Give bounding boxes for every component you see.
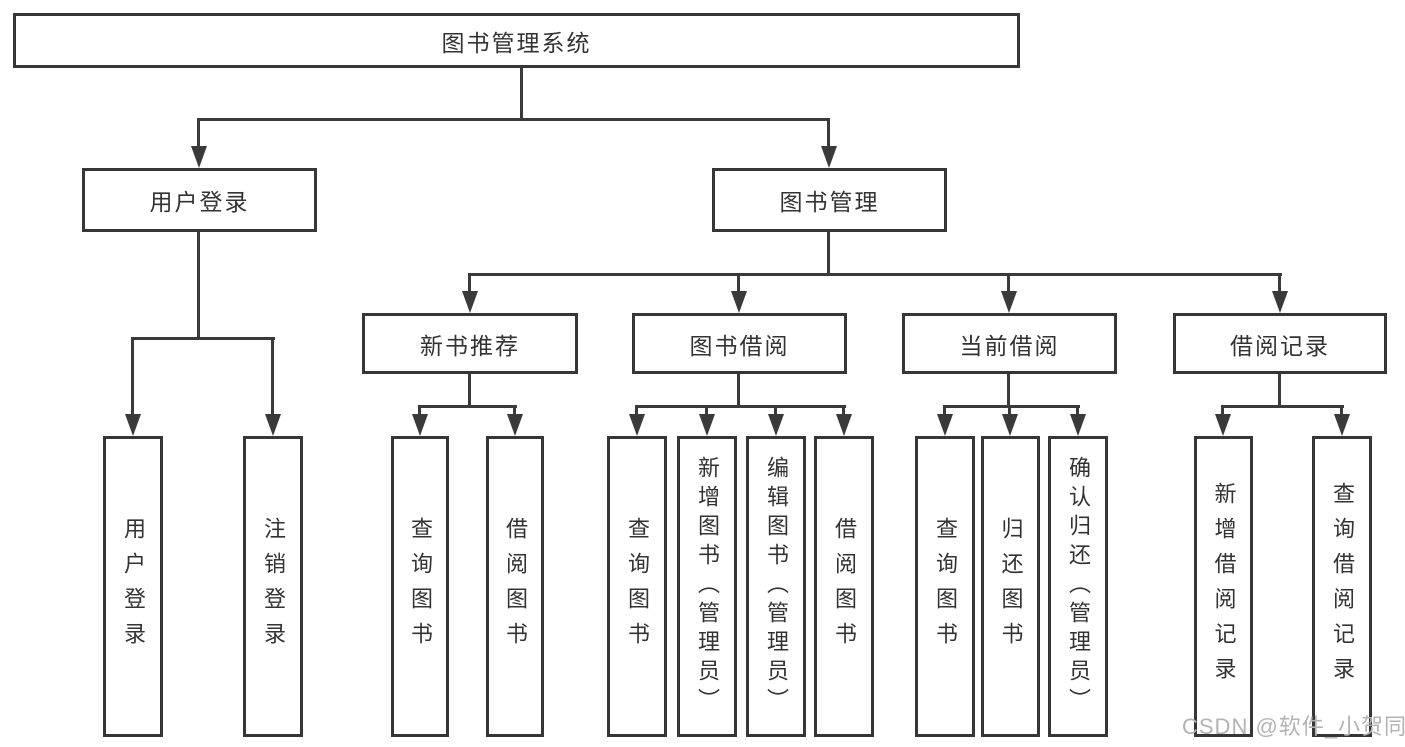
connector-drop-current-borrow <box>1007 273 1010 295</box>
leaf-borrow-add-book: 新增图书（管理员） <box>677 436 737 737</box>
connector-borrow-records-stem <box>1278 374 1281 408</box>
connector-drop-c3 <box>774 405 777 420</box>
node-book-borrow: 图书借阅 <box>632 313 847 374</box>
connector-new-books-stem <box>468 374 471 408</box>
leaf-records-add-label: 新增借阅记录 <box>1211 481 1237 692</box>
connector-drop-d3 <box>1076 405 1079 420</box>
csdn-watermark: CSDN @软件_小贺同学 <box>1182 714 1405 739</box>
leaf-borrow-edit-book-label: 编辑图书（管理员） <box>764 456 789 717</box>
connector-drop-d1 <box>943 405 946 420</box>
arrowhead-b2 <box>507 414 523 436</box>
node-root-label: 图书管理系统 <box>441 29 592 56</box>
connector-user-login-stem <box>197 232 200 340</box>
arrowhead-current-borrow <box>1001 291 1017 313</box>
node-user-login-label: 用户登录 <box>149 189 250 215</box>
arrowhead-book-borrow <box>731 291 747 313</box>
arrowhead-e1 <box>1215 414 1231 436</box>
leaf-current-query: 查询图书 <box>915 436 975 737</box>
arrowhead-e2 <box>1334 414 1350 436</box>
arrowhead-d1 <box>937 414 953 436</box>
leaf-borrow-add-book-label: 新增图书（管理员） <box>695 456 720 717</box>
connector-drop-e2 <box>1340 405 1343 420</box>
arrowhead-c2 <box>699 414 715 436</box>
leaf-logout-label: 注销登录 <box>261 516 286 657</box>
node-book-mgmt: 图书管理 <box>712 168 947 232</box>
connector-root-stem <box>520 68 523 121</box>
connector-drop-e1 <box>1221 405 1224 420</box>
leaf-borrow-query-label: 查询图书 <box>625 516 650 657</box>
leaf-borrow-borrow-book-label: 借阅图书 <box>832 516 857 657</box>
connector-drop-user-login <box>197 118 200 152</box>
connector-drop-book-mgmt <box>827 118 830 152</box>
connector-drop-c2 <box>705 405 708 420</box>
node-borrow-records-label: 借阅记录 <box>1230 332 1330 359</box>
leaf-current-confirm-return-label: 确认归还（管理员） <box>1066 456 1091 717</box>
leaf-newbooks-borrow: 借阅图书 <box>486 436 544 737</box>
node-current-borrow-label: 当前借阅 <box>959 332 1060 359</box>
arrowhead-logout-leaf <box>265 414 281 436</box>
node-new-books: 新书推荐 <box>362 313 578 374</box>
connector-book-borrow-bus <box>635 405 846 408</box>
leaf-current-return: 归还图书 <box>981 436 1040 737</box>
connector-drop-borrow-records <box>1278 273 1281 295</box>
connector-book-mgmt-stem <box>827 232 830 276</box>
connector-new-books-bus <box>418 405 517 408</box>
leaf-records-query: 查询借阅记录 <box>1312 436 1372 737</box>
connector-drop-b2 <box>513 405 516 420</box>
arrowhead-c3 <box>768 414 784 436</box>
arrowhead-d3 <box>1070 414 1086 436</box>
leaf-current-query-label: 查询图书 <box>933 516 958 657</box>
leaf-newbooks-query: 查询图书 <box>391 436 449 737</box>
connector-user-login-bus <box>131 337 275 340</box>
connector-level1-bus <box>197 118 830 121</box>
leaf-borrow-edit-book: 编辑图书（管理员） <box>746 436 806 737</box>
connector-book-borrow-stem <box>737 374 740 408</box>
connector-drop-c1 <box>635 405 638 420</box>
connector-drop-c4 <box>842 405 845 420</box>
node-new-books-label: 新书推荐 <box>420 332 520 359</box>
arrowhead-login-leaf <box>125 414 141 436</box>
arrowhead-borrow-records <box>1272 291 1288 313</box>
node-book-mgmt-label: 图书管理 <box>779 189 880 215</box>
connector-borrow-records-bus <box>1221 405 1344 408</box>
connector-drop-new-books <box>468 273 471 295</box>
node-current-borrow: 当前借阅 <box>902 313 1117 374</box>
leaf-logout: 注销登录 <box>243 436 303 737</box>
node-root: 图书管理系统 <box>13 13 1020 68</box>
arrowhead-book-mgmt <box>821 146 837 168</box>
leaf-newbooks-query-label: 查询图书 <box>408 516 433 657</box>
node-book-borrow-label: 图书借阅 <box>689 332 790 359</box>
connector-drop-book-borrow <box>737 273 740 295</box>
node-user-login: 用户登录 <box>82 168 317 232</box>
leaf-borrow-borrow-book: 借阅图书 <box>814 436 874 737</box>
arrowhead-d2 <box>1002 414 1018 436</box>
arrowhead-user-login <box>191 146 207 168</box>
connector-current-borrow-stem <box>1007 374 1010 408</box>
connector-drop-d2 <box>1008 405 1011 420</box>
leaf-newbooks-borrow-label: 借阅图书 <box>503 516 528 657</box>
node-borrow-records: 借阅记录 <box>1173 313 1387 374</box>
leaf-current-confirm-return: 确认归还（管理员） <box>1048 436 1108 737</box>
connector-level2-bus <box>468 273 1282 276</box>
arrowhead-c1 <box>629 414 645 436</box>
connector-current-borrow-bus <box>943 405 1080 408</box>
leaf-records-query-label: 查询借阅记录 <box>1330 481 1355 692</box>
connector-drop-login-leaf <box>131 337 134 420</box>
leaf-borrow-query: 查询图书 <box>607 436 667 737</box>
leaf-records-add: 新增借阅记录 <box>1194 436 1253 737</box>
arrowhead-b1 <box>412 414 428 436</box>
leaf-current-return-label: 归还图书 <box>998 516 1024 657</box>
leaf-user-login-label: 用户登录 <box>121 516 146 657</box>
connector-drop-b1 <box>418 405 421 420</box>
arrowhead-new-books <box>462 291 478 313</box>
leaf-user-login: 用户登录 <box>103 436 163 737</box>
arrowhead-c4 <box>836 414 852 436</box>
connector-drop-logout-leaf <box>271 337 274 420</box>
